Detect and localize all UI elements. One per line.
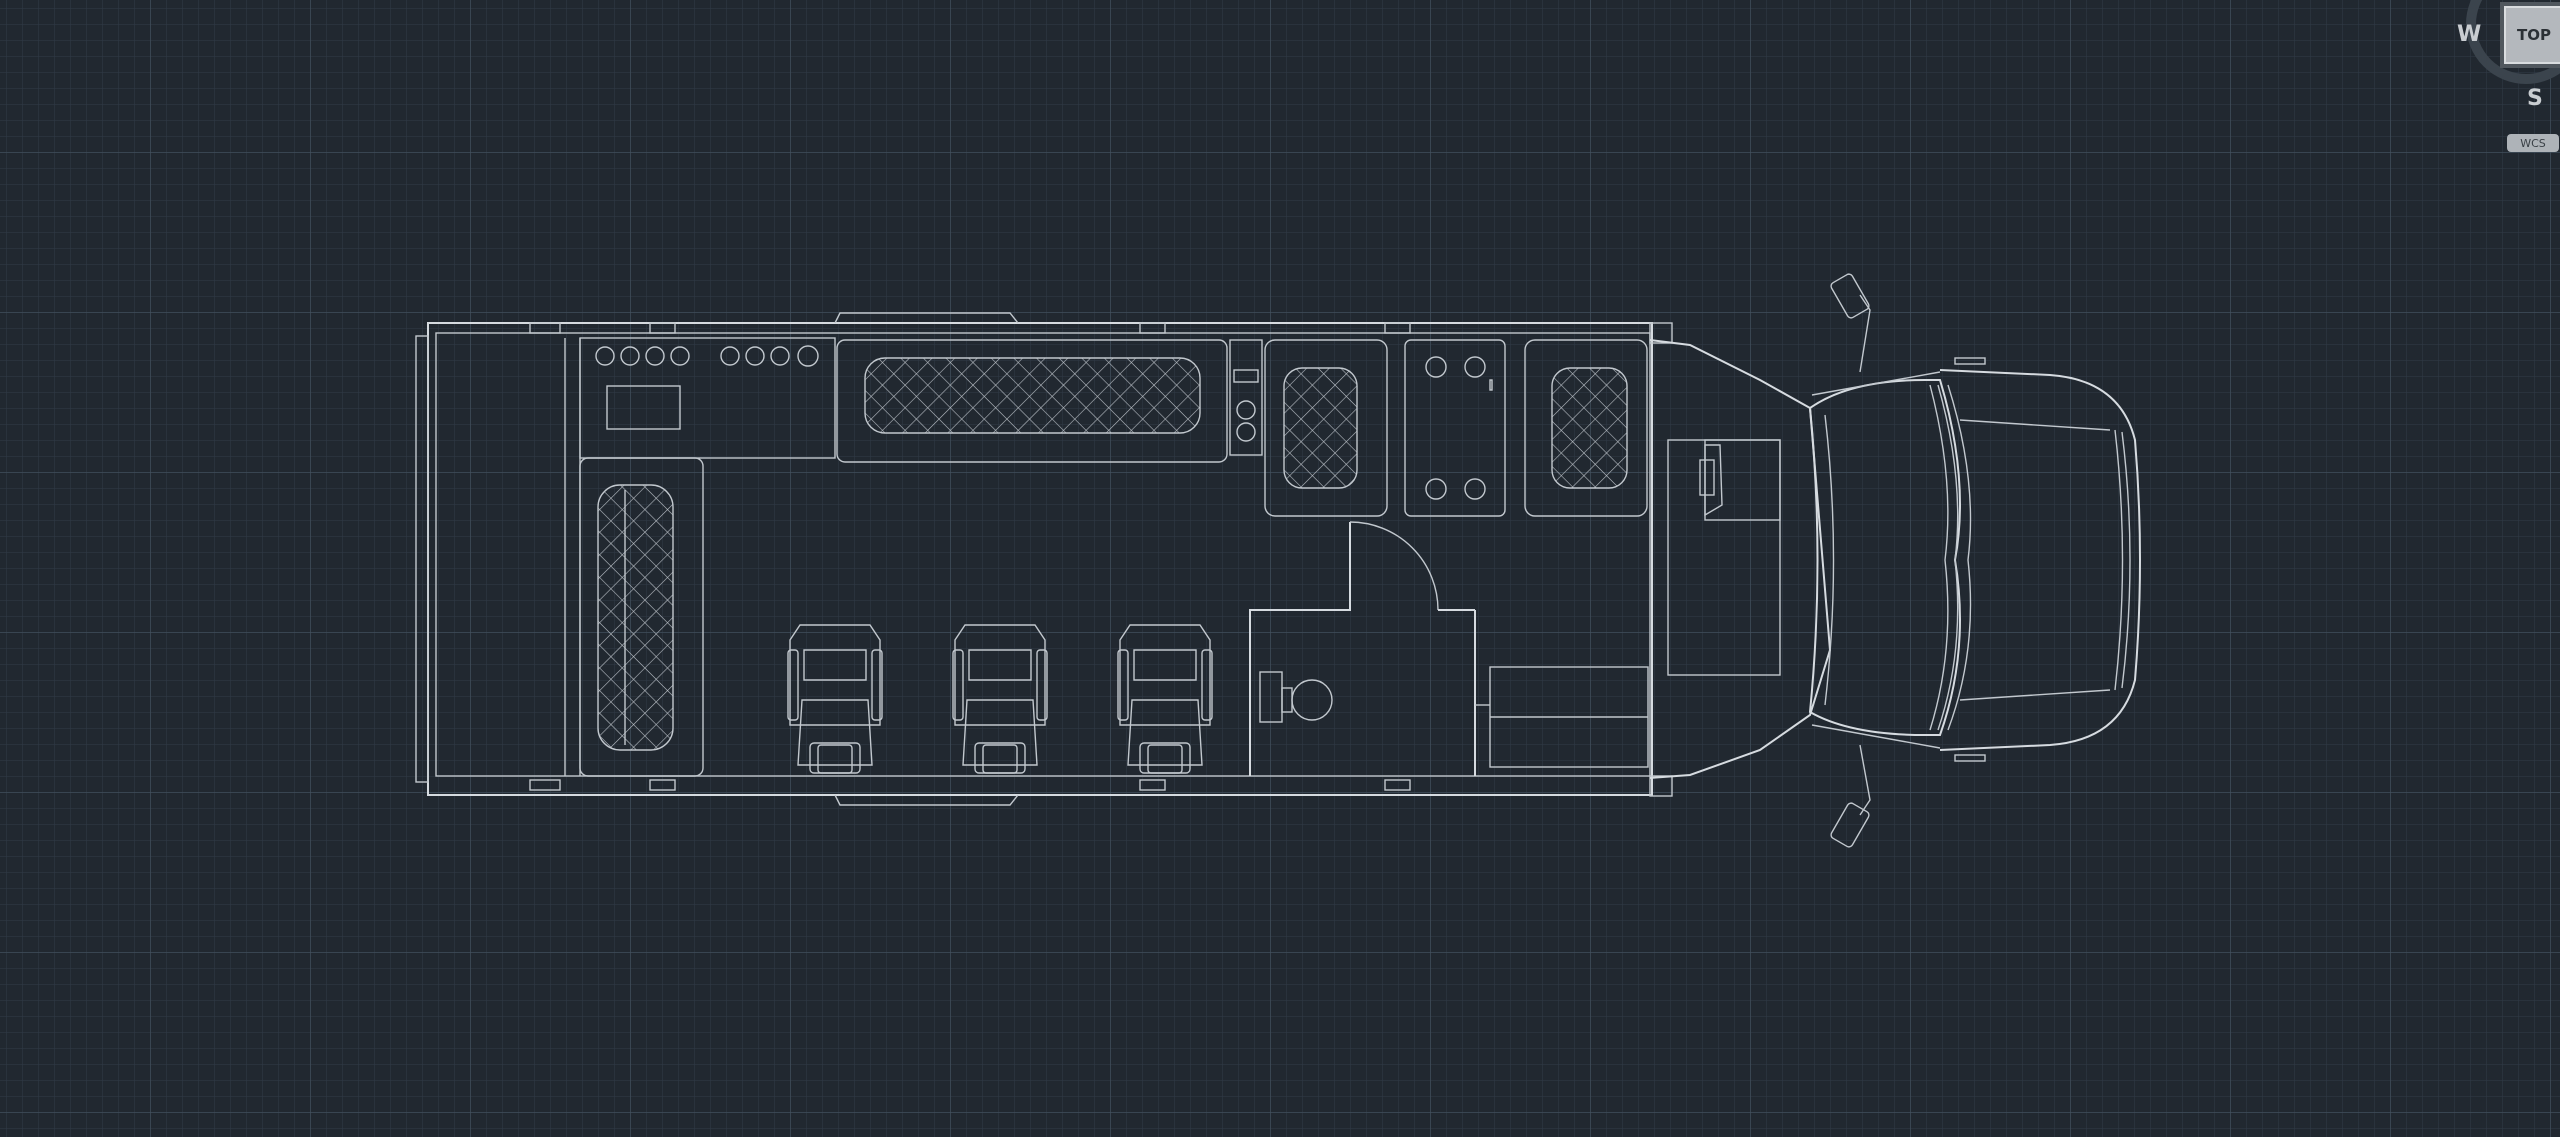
passenger-seats: [787, 624, 1213, 774]
compass-south-label[interactable]: S: [2527, 86, 2543, 111]
cab: [1649, 273, 2141, 848]
bathroom: [1249, 521, 1476, 776]
compass-ring[interactable]: [2466, 0, 2560, 84]
bus-body: [415, 312, 1653, 806]
entry-steps: [1475, 666, 1649, 768]
kitchen-counter: [579, 337, 836, 459]
dinette-seat-1: [1264, 339, 1388, 517]
viewcube-top-face[interactable]: TOP: [2504, 6, 2560, 64]
dinette-seat-2: [1524, 339, 1648, 517]
sofa-top: [836, 339, 1228, 463]
sofa-rear: [579, 457, 704, 777]
compass-west-label[interactable]: W: [2457, 22, 2482, 47]
ucs-menu-button[interactable]: WCS: [2507, 134, 2559, 152]
stove: [1229, 339, 1263, 456]
viewcube[interactable]: TOP W S WCS: [2440, 0, 2560, 160]
dinette-table: [1404, 339, 1506, 517]
